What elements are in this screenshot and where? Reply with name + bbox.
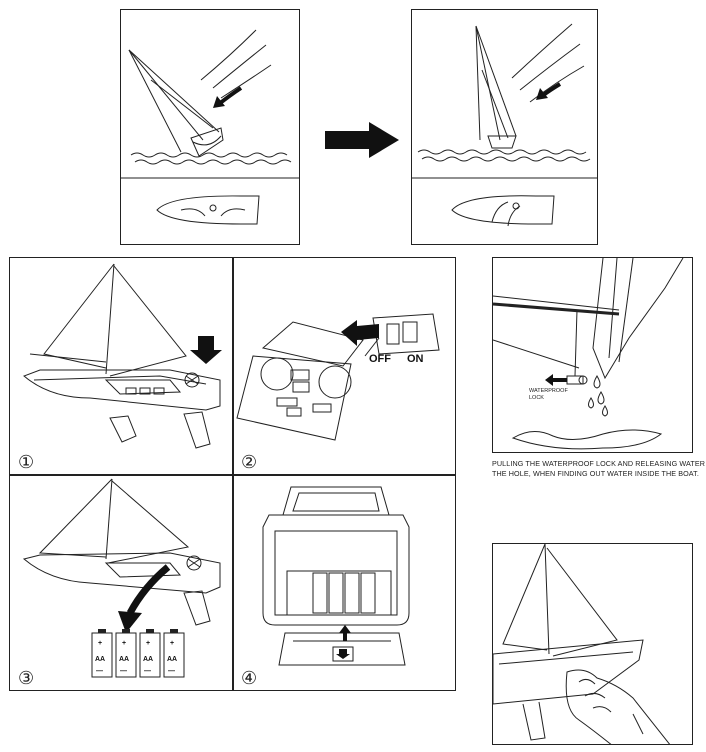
battery-icon: + AA — bbox=[163, 629, 185, 678]
steps-grid: ① OFF ON ② bbox=[9, 257, 456, 691]
waterproof-caption-line1: PULLING THE WATERPROOF LOCK AND RELEASIN… bbox=[492, 459, 706, 468]
battery-icon: + AA — bbox=[139, 629, 161, 678]
svg-text:—: — bbox=[168, 668, 175, 675]
svg-text:—: — bbox=[144, 668, 151, 675]
svg-text:AA: AA bbox=[143, 656, 153, 663]
right-arrow-icon bbox=[325, 122, 399, 158]
up-arrow-icon bbox=[339, 625, 351, 641]
step3-illustration: + AA — + AA — + AA — + A bbox=[22, 478, 221, 678]
battery-icon: + AA — bbox=[115, 629, 137, 678]
svg-text:+: + bbox=[170, 640, 174, 647]
down-arrow-icon bbox=[190, 336, 222, 364]
grid-divider-horizontal bbox=[10, 474, 455, 476]
step1-illustration bbox=[23, 263, 222, 449]
svg-text:+: + bbox=[98, 640, 102, 647]
waterproof-lock-label-2: LOCK bbox=[529, 395, 544, 401]
step4-illustration bbox=[262, 486, 410, 666]
drying-boat-panel bbox=[492, 543, 693, 745]
left-arrow-icon bbox=[341, 320, 379, 346]
switch-off-label: OFF bbox=[369, 353, 391, 365]
down-arrow-icon bbox=[336, 649, 350, 659]
svg-text:AA: AA bbox=[167, 656, 177, 663]
heeled-boat-panel bbox=[120, 9, 300, 245]
svg-text:—: — bbox=[120, 668, 127, 675]
svg-text:+: + bbox=[146, 640, 150, 647]
step2-number: ② bbox=[241, 452, 258, 473]
step4-number: ④ bbox=[241, 668, 258, 689]
svg-text:—: — bbox=[96, 668, 103, 675]
step2-illustration: OFF ON bbox=[236, 313, 440, 441]
hand-icon bbox=[565, 669, 671, 744]
step3-number: ③ bbox=[18, 668, 35, 689]
waterproof-lock-illustration: WATERPROOF LOCK bbox=[493, 258, 684, 450]
svg-text:+: + bbox=[122, 640, 126, 647]
left-arrow-icon bbox=[545, 374, 567, 386]
battery-icon: + AA — bbox=[91, 629, 113, 678]
step1-number: ① bbox=[18, 452, 35, 473]
waterproof-caption-line2: THE HOLE, WHEN FINDING OUT WATER INSIDE … bbox=[492, 469, 699, 478]
drying-boat-illustration bbox=[493, 544, 671, 744]
curved-arrow-icon bbox=[126, 564, 171, 615]
switch-on-label: ON bbox=[407, 353, 424, 365]
water-drop-icon bbox=[588, 375, 608, 417]
waterproof-lock-label-1: WATERPROOF bbox=[529, 388, 568, 394]
waterproof-lock-panel: WATERPROOF LOCK bbox=[492, 257, 693, 453]
curved-arrow-icon bbox=[217, 86, 243, 106]
svg-text:AA: AA bbox=[95, 656, 105, 663]
upright-sailboat-illustration bbox=[412, 23, 597, 227]
heeling-sailboat-illustration bbox=[121, 29, 299, 225]
upright-boat-panel bbox=[411, 9, 598, 245]
batteries: + AA — + AA — + AA — + A bbox=[91, 629, 185, 678]
svg-text:AA: AA bbox=[119, 656, 129, 663]
